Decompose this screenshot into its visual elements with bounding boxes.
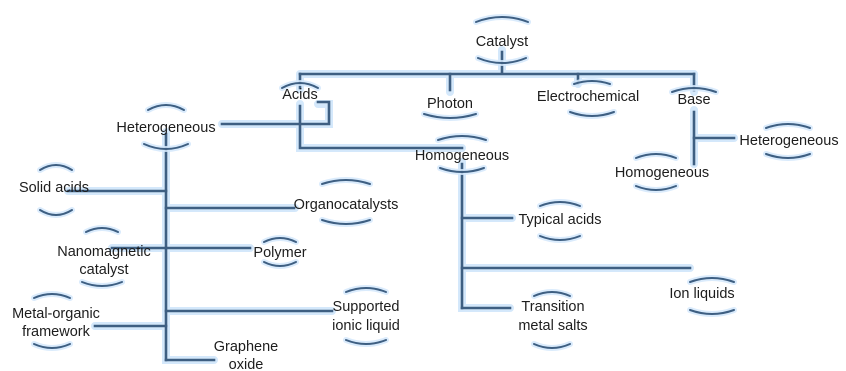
node-transition-line1: Transition <box>521 299 584 315</box>
arc-heterogeneous-top <box>147 104 185 111</box>
arc-ion-liquids-bottom <box>689 309 735 315</box>
arc-polymer-top <box>263 237 297 243</box>
arc-solid-acids-top <box>39 164 73 171</box>
node-ion-liquids: Ion liquids <box>669 286 734 302</box>
node-graphene-line1: Graphene <box>214 339 279 355</box>
arc-ion-liquids-top <box>689 277 735 283</box>
node-sil-line2: ionic liquid <box>332 318 400 334</box>
node-acids: Acids <box>282 87 317 103</box>
node-mof-line2: framework <box>22 324 90 340</box>
arc-mof-top <box>33 293 71 299</box>
arc-base-top <box>671 87 717 93</box>
arc-heterogeneous-bottom <box>143 143 189 150</box>
node-acids-heterogeneous: Heterogeneous <box>116 120 215 136</box>
arc-organocatalysts-top <box>321 179 371 185</box>
node-transition-line2: metal salts <box>518 318 587 334</box>
node-labels: Catalyst Acids Photon Electrochemical Ba… <box>12 34 839 371</box>
node-organocatalysts: Organocatalysts <box>294 197 399 213</box>
node-catalyst: Catalyst <box>476 34 528 50</box>
node-nanomagnetic-line1: Nanomagnetic <box>57 244 151 260</box>
arc-mof-bottom <box>33 343 71 349</box>
node-graphene-line2: oxide <box>229 357 264 371</box>
arc-organocatalysts-bottom <box>321 219 371 225</box>
node-photon: Photon <box>427 96 473 112</box>
edge-acids-to-heterogeneous <box>220 100 331 126</box>
arc-catalyst-top <box>475 16 529 23</box>
arc-solid-acids-bottom <box>39 209 73 216</box>
arc-sil-top <box>345 287 387 293</box>
node-acids-homogeneous: Homogeneous <box>415 148 509 164</box>
node-electrochemical: Electrochemical <box>537 89 639 105</box>
arc-acids-top <box>281 82 319 89</box>
arc-electrochemical-bottom <box>569 111 615 117</box>
arc-photon-bottom <box>423 113 477 119</box>
arc-homogeneous-bottom <box>439 167 485 173</box>
arc-sil-bottom <box>345 339 387 345</box>
node-sil-line1: Supported <box>333 299 400 315</box>
decorative-arcs <box>33 16 811 349</box>
arc-nanomagnetic-top <box>85 227 119 233</box>
arc-base-homogeneous-top <box>635 153 677 159</box>
arc-typical-acids-bottom <box>539 235 581 241</box>
arc-transition-top <box>533 291 571 297</box>
arc-electrochemical-top <box>573 80 611 85</box>
node-polymer: Polymer <box>253 245 306 261</box>
arc-base-heterogeneous-bottom <box>765 153 811 159</box>
node-nanomagnetic-line2: catalyst <box>79 262 128 278</box>
node-base-homogeneous: Homogeneous <box>615 165 709 181</box>
node-base-heterogeneous: Heterogeneous <box>739 133 838 149</box>
arc-polymer-bottom <box>263 261 297 267</box>
arc-typical-acids-top <box>539 201 581 207</box>
node-mof-line1: Metal-organic <box>12 306 100 322</box>
node-solid-acids: Solid acids <box>19 180 89 196</box>
node-typical-acids: Typical acids <box>518 212 601 228</box>
arc-homogeneous-top <box>437 135 487 141</box>
edge-acids-to-homogeneous <box>298 104 464 150</box>
connector-lines <box>66 50 736 362</box>
arc-nanomagnetic-bottom <box>81 281 123 287</box>
arc-base-heterogeneous-top <box>765 123 811 129</box>
arc-catalyst-bottom <box>477 57 527 64</box>
arc-transition-bottom <box>533 343 571 349</box>
node-base: Base <box>677 92 710 108</box>
arc-base-homogeneous-bottom <box>635 185 677 191</box>
